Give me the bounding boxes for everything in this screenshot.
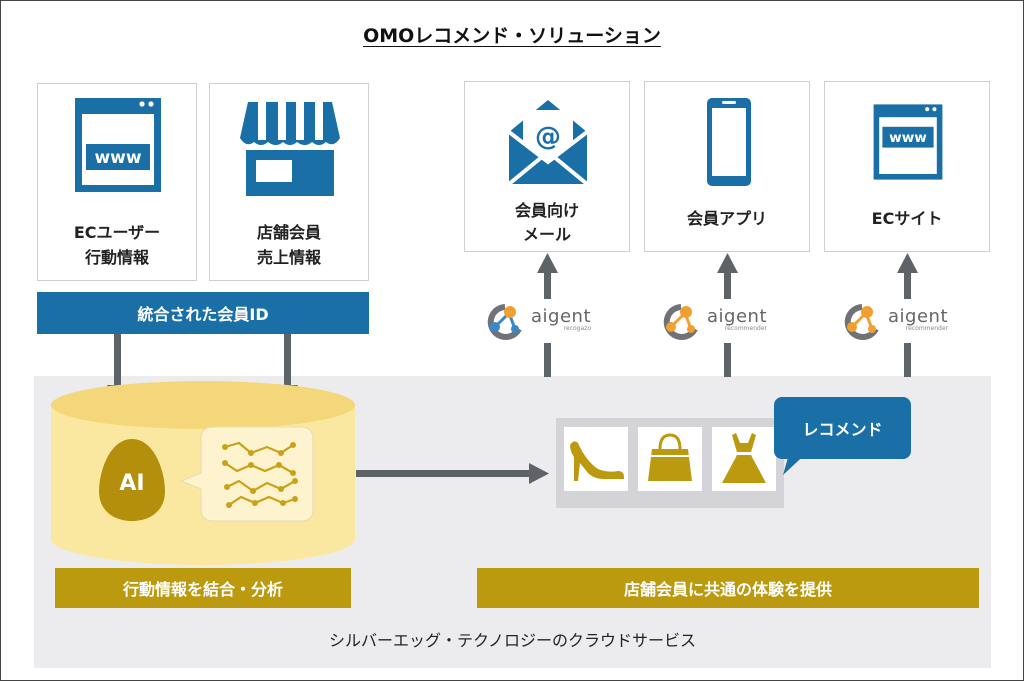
- aigent-logo-recommender-ec: aigent recommender: [836, 299, 952, 343]
- www-browser-icon: www: [75, 98, 161, 192]
- recommended-products-box: [556, 418, 784, 508]
- source-label-ec-user-line2: 行動情報: [84, 248, 149, 267]
- product-tile-dress: [712, 427, 776, 491]
- svg-text:www: www: [94, 148, 141, 168]
- page-title: OMOレコメンド・ソリューション: [363, 25, 661, 47]
- channel-card-member-email: @ 会員向け メール: [464, 81, 630, 252]
- high-heel-icon: [570, 441, 624, 481]
- svg-text:www: www: [889, 130, 927, 146]
- aigent-product-text: recogazo: [563, 325, 591, 332]
- cloud-service-label: シルバーエッグ・テクノロジーのクラウドサービス: [328, 631, 697, 650]
- source-card-ec-user: www ECユーザー 行動情報: [37, 83, 197, 281]
- dress-icon: [722, 433, 766, 483]
- source-card-store-member: 店舗会員 売上情報: [209, 83, 369, 281]
- www-browser-icon: www: [873, 104, 943, 180]
- channel-label-app: 会員アプリ: [686, 209, 767, 228]
- aigent-product-text: recommender: [724, 325, 767, 332]
- source-label-store-line1: 店舗会員: [256, 223, 321, 242]
- channel-label-email-line2: メール: [522, 225, 571, 244]
- aigent-brand-text: aigent: [707, 306, 767, 327]
- analysis-bubble: [179, 426, 314, 522]
- handbag-icon: [648, 433, 692, 481]
- aigent-logo-recommender-app: aigent recommender: [655, 299, 771, 343]
- aigent-brand-text: aigent: [531, 306, 591, 327]
- channel-card-ec-site: www ECサイト: [824, 81, 990, 252]
- aigent-mark-icon: [844, 304, 879, 340]
- product-tile-handbag: [638, 427, 702, 491]
- smartphone-icon: [707, 98, 751, 186]
- aigent-product-text: recommender: [905, 325, 948, 332]
- integrated-member-id-bar: 統合された会員ID: [37, 292, 369, 334]
- svg-text:@: @: [535, 122, 561, 152]
- analysis-bar: 行動情報を結合・分析: [55, 568, 351, 608]
- source-label-ec-user-line1: ECユーザー: [73, 223, 161, 242]
- channel-label-ec-site: ECサイト: [871, 209, 943, 228]
- email-icon: @: [507, 100, 589, 186]
- source-label-store-line2: 売上情報: [256, 248, 321, 267]
- aigent-brand-text: aigent: [888, 306, 948, 327]
- aigent-mark-icon: [663, 304, 698, 340]
- storefront-icon: [240, 102, 340, 196]
- product-tile-heels: [564, 427, 628, 491]
- ai-label: AI: [119, 471, 145, 496]
- aigent-mark-icon: [487, 304, 522, 340]
- ai-egg-icon: [99, 439, 165, 521]
- shared-experience-bar: 店舗会員に共通の体験を提供: [477, 568, 979, 608]
- recommend-bubble: レコメンド: [774, 397, 911, 459]
- aigent-logo-recogazo: aigent recogazo: [479, 299, 595, 343]
- channel-label-email-line1: 会員向け: [514, 201, 579, 220]
- channel-card-member-app: 会員アプリ: [644, 81, 810, 252]
